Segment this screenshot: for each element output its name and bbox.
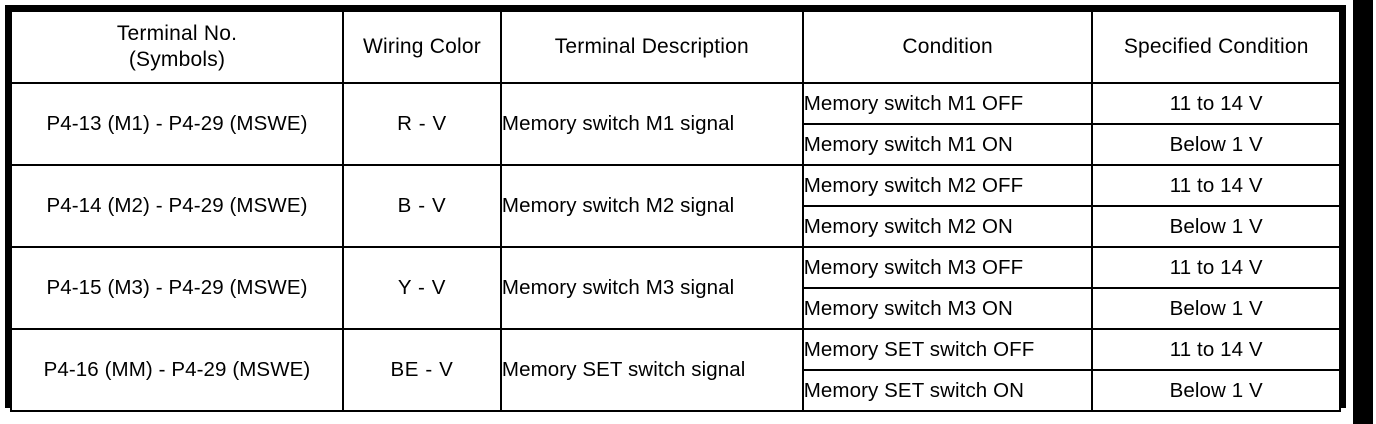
specification-table-container: Terminal No. (Symbols) Wiring Color Term… (5, 5, 1346, 412)
table-row: P4-14 (M2) - P4-29 (MSWE) B - V Memory s… (10, 164, 1341, 248)
cell-condition: Memory switch M3 ON (801, 287, 1094, 330)
table-row: P4-13 (M1) - P4-29 (MSWE) R - V Memory s… (10, 82, 1341, 166)
cell-condition: Memory switch M1 OFF (801, 82, 1094, 125)
cell-wiring-color: B - V (341, 164, 502, 248)
cell-terminal-no: P4-15 (M3) - P4-29 (MSWE) (10, 246, 344, 330)
cell-condition: Memory switch M1 ON (801, 123, 1094, 166)
table-row: P4-16 (MM) - P4-29 (MSWE) BE - V Memory … (10, 328, 1341, 412)
cell-terminal-description: Memory switch M1 signal (499, 82, 804, 166)
cell-wiring-color: BE - V (341, 328, 502, 412)
cell-terminal-description: Memory switch M2 signal (499, 164, 804, 248)
cell-wiring-color: Y - V (341, 246, 502, 330)
column-header-condition-label: Condition (902, 35, 993, 59)
column-header-terminal-description-label: Terminal Description (554, 35, 749, 59)
cell-terminal-no: P4-13 (M1) - P4-29 (MSWE) (10, 82, 344, 166)
table-body: P4-13 (M1) - P4-29 (MSWE) R - V Memory s… (10, 82, 1341, 412)
table-row: Memory switch M2 ON Below 1 V (11, 205, 1341, 248)
column-header-wiring-color: Wiring Color (341, 10, 502, 84)
table-row: Memory SET switch ON Below 1 V (11, 369, 1341, 412)
cell-condition: Memory switch M2 OFF (801, 164, 1094, 207)
table-row: Memory switch M3 ON Below 1 V (11, 287, 1341, 330)
cell-wiring-color: R - V (341, 82, 502, 166)
column-header-wiring-color-label: Wiring Color (362, 35, 481, 59)
column-header-specified-condition-label: Specified Condition (1123, 35, 1309, 59)
column-header-terminal-description: Terminal Description (499, 10, 804, 84)
cell-specified-condition: 11 to 14 V (1091, 246, 1341, 289)
column-header-condition: Condition (801, 10, 1094, 84)
cell-condition: Memory switch M2 ON (801, 205, 1094, 248)
table-row: Memory switch M1 ON Below 1 V (11, 123, 1341, 166)
column-header-terminal-no-line2: (Symbols) (128, 48, 226, 71)
column-header-specified-condition: Specified Condition (1091, 10, 1341, 84)
cell-terminal-description: Memory switch M3 signal (499, 246, 804, 330)
cell-terminal-description: Memory SET switch signal (499, 328, 804, 412)
terminal-specification-table: Terminal No. (Symbols) Wiring Color Term… (10, 10, 1341, 412)
page-edge-bar (1353, 0, 1373, 424)
cell-specified-condition: Below 1 V (1091, 123, 1341, 166)
table-row: P4-15 (M3) - P4-29 (MSWE) Y - V Memory s… (10, 246, 1341, 330)
cell-specified-condition: 11 to 14 V (1091, 164, 1341, 207)
cell-specified-condition: 11 to 14 V (1091, 82, 1341, 125)
cell-terminal-no: P4-14 (M2) - P4-29 (MSWE) (10, 164, 344, 248)
cell-specified-condition: Below 1 V (1091, 205, 1341, 248)
cell-condition: Memory SET switch OFF (801, 328, 1094, 371)
cell-condition: Memory switch M3 OFF (801, 246, 1094, 289)
cell-specified-condition: 11 to 14 V (1091, 328, 1341, 371)
cell-specified-condition: Below 1 V (1091, 287, 1341, 330)
cell-condition: Memory SET switch ON (801, 369, 1094, 412)
column-header-terminal-no: Terminal No. (Symbols) (10, 10, 344, 84)
column-header-terminal-no-line1: Terminal No. (116, 22, 238, 46)
table-header: Terminal No. (Symbols) Wiring Color Term… (10, 10, 1341, 84)
header-row: Terminal No. (Symbols) Wiring Color Term… (10, 10, 1341, 84)
cell-specified-condition: Below 1 V (1091, 369, 1341, 412)
cell-terminal-no: P4-16 (MM) - P4-29 (MSWE) (10, 328, 344, 412)
